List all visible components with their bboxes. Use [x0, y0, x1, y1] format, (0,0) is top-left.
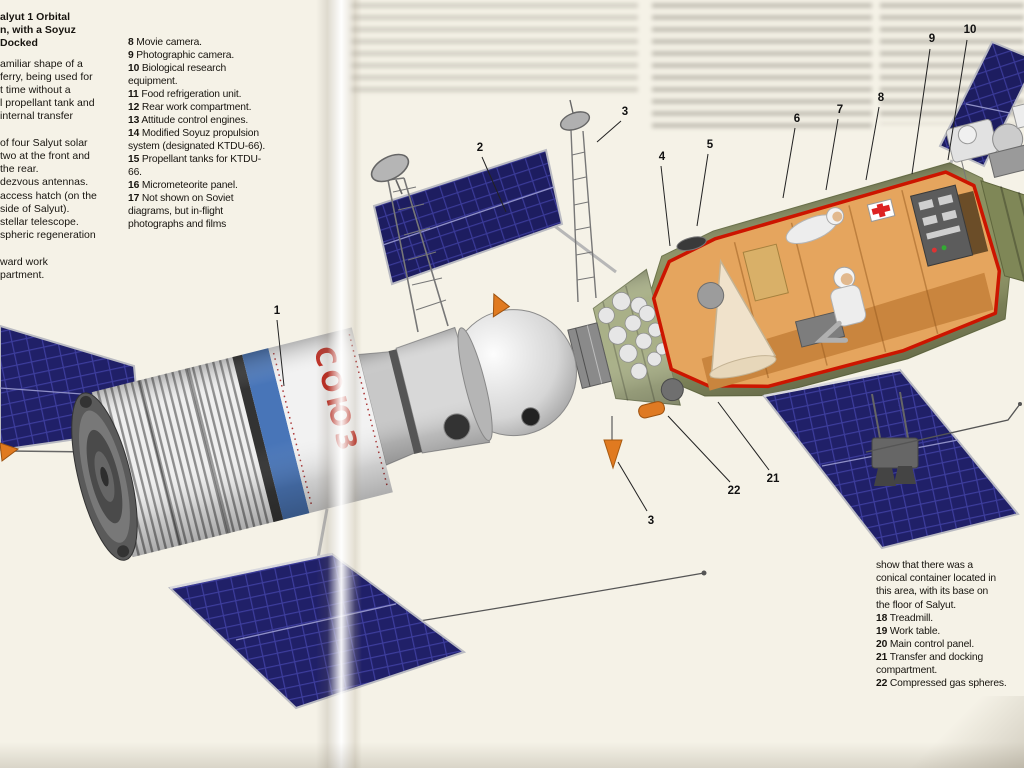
- blurred-text-block: [350, 0, 638, 92]
- salyut-interior: [651, 170, 1002, 391]
- orange-tank: [638, 401, 665, 419]
- callout-3: 3: [621, 106, 629, 118]
- conical-container: [709, 258, 777, 379]
- legend-item: 16 Micrometeorite panel.: [128, 180, 238, 191]
- legend-item: 8 Movie camera.: [128, 37, 202, 48]
- cosmonaut-1: [785, 207, 845, 245]
- text-line: spheric regeneration: [0, 229, 96, 242]
- rear-hatchway: [953, 190, 989, 256]
- legend-item: 13 Attitude control engines.: [128, 115, 249, 126]
- interior-device: [697, 282, 725, 310]
- gas-spheres: [597, 291, 669, 380]
- text-line: ferry, being used for: [0, 70, 93, 83]
- porthole: [443, 413, 471, 441]
- rear-machinery: [945, 99, 1024, 181]
- callout-4: 4: [658, 151, 666, 163]
- text-line: t time without a: [0, 84, 71, 97]
- soyuz-end-cap: [71, 392, 138, 561]
- legend-item: 21 Transfer and docking compartment.: [876, 651, 984, 676]
- orange-antenna-cone: [492, 292, 511, 318]
- dark-tank: [660, 378, 684, 402]
- legend-item: 17 Not shown on Soviet diagrams, but in-…: [128, 193, 234, 230]
- text-line: dezvous antennas.: [0, 176, 89, 189]
- attitude-thrusters: [871, 391, 919, 486]
- continuation-text: show that there was a conical container l…: [876, 559, 1022, 612]
- antenna-dish: [370, 153, 410, 183]
- legend-item: 12 Rear work compartment.: [128, 102, 252, 113]
- page-bottom-shadow: [0, 742, 1024, 768]
- legend-items-8-17: 8 Movie camera. 9 Photographic camera. 10 …: [128, 36, 269, 231]
- callout-1: 1: [273, 305, 281, 317]
- text-line: show that there was a: [876, 560, 974, 571]
- legend-item: 19 Work table.: [876, 625, 941, 637]
- text-line: [0, 124, 126, 137]
- text-line: internal transfer: [0, 110, 73, 123]
- callout-6: 6: [793, 113, 801, 125]
- text-line: stellar telescope.: [0, 216, 79, 229]
- callout-leader-lines: [276, 39, 968, 512]
- legend-item: 11 Food refrigeration unit.: [128, 89, 242, 100]
- text-line: the rear.: [0, 163, 39, 176]
- main-control-panel: [909, 184, 974, 267]
- whip-antenna-tip: [701, 570, 707, 576]
- callout-8: 8: [877, 92, 885, 104]
- callout-7: 7: [836, 104, 844, 116]
- solar-panel-salyut-front-upper: [372, 148, 617, 286]
- legend-items-18-22: 18 Treadmill.19 Work table.20 Main contr…: [876, 612, 1022, 690]
- legend-item: 10 Biological research equipment.: [128, 63, 227, 87]
- blurred-text-block: [652, 0, 872, 128]
- rear-engine-section: [980, 180, 1024, 292]
- callout-21: 21: [766, 473, 780, 485]
- salyut-transfer-compartment: [592, 268, 684, 419]
- callout-2: 2: [476, 142, 484, 154]
- callout-22: 22: [727, 485, 741, 497]
- right-text-column: show that there was a conical container l…: [876, 559, 1022, 690]
- docking-assembly: [567, 322, 613, 389]
- legend-item: 18 Treadmill.: [876, 612, 934, 624]
- aft-antenna-boom: [0, 442, 96, 462]
- callout-3b: 3: [647, 515, 655, 527]
- legend-item: 22 Compressed gas spheres.: [876, 677, 1007, 689]
- text-line: l propellant tank and: [0, 97, 95, 110]
- text-line: two at the front and: [0, 150, 90, 163]
- heading-line: Docked: [0, 37, 38, 50]
- text-line: this area, with its base on: [876, 586, 989, 598]
- text-line: side of Salyut).: [0, 202, 70, 215]
- eva-hatch: [676, 236, 707, 252]
- text-line: access hatch (on the: [0, 189, 97, 202]
- text-line: the floor of Salyut.: [876, 599, 956, 611]
- heading-line: alyut 1 Orbital: [0, 11, 71, 23]
- antenna-mast-1: [370, 153, 449, 333]
- callout-5: 5: [706, 139, 714, 151]
- porthole: [521, 407, 541, 427]
- book-gutter-fold: [316, 0, 362, 768]
- text-line: ward work: [0, 255, 48, 268]
- callout-10: 10: [963, 24, 977, 36]
- medical-kit: [866, 198, 896, 223]
- legend-item: 9 Photographic camera.: [128, 50, 235, 61]
- soyuz-taper: [357, 349, 423, 466]
- callout-9: 9: [928, 33, 936, 45]
- rendezvous-antenna-cone: [603, 416, 623, 470]
- text-line: of four Salyut solar: [0, 136, 88, 149]
- legend-item: 14 Modified Soyuz propulsion system (des…: [128, 128, 266, 152]
- soyuz-descent-module: [395, 326, 493, 454]
- antenna-dish: [559, 111, 591, 131]
- text-line: conical container located in: [876, 573, 997, 585]
- cosmonaut-2: [814, 266, 867, 343]
- legend-item: 15 Propellant tanks for KTDU-66.: [128, 154, 262, 178]
- whip-antenna-2: [865, 403, 1021, 453]
- text-line: [0, 242, 126, 255]
- page-corner: [904, 696, 1024, 768]
- interior-cabinet: [742, 243, 789, 302]
- antenna-mast-2: [559, 99, 597, 303]
- heading-line: n, with a Soyuz: [0, 24, 76, 37]
- text-line: partment.: [0, 268, 45, 281]
- whip-antenna-tip: [1018, 402, 1022, 406]
- legend-item: 20 Main control panel.: [876, 638, 975, 650]
- text-line: amiliar shape of a: [0, 57, 83, 70]
